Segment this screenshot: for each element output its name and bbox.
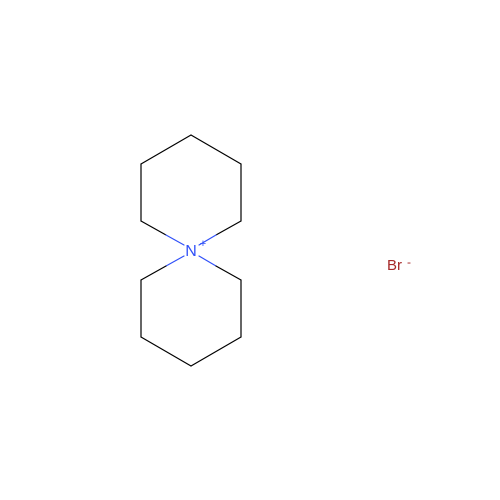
bond-upper-right-to-n [215, 220, 242, 236]
bond-top-left [140, 134, 192, 165]
bond-n-to-lower-left [140, 265, 167, 281]
bond-top-right [190, 134, 242, 165]
nitrogen-atom: N + [185, 238, 206, 260]
bromide-ion: Br - [387, 255, 411, 274]
bond-n-to-lower-left-colored [165, 255, 185, 267]
bond-upper-right-to-n-colored [198, 234, 217, 246]
bond-bottom-right [190, 336, 242, 367]
upper-ring [140, 134, 242, 246]
nitrogen-charge: + [200, 238, 206, 250]
bond-n-to-lower-right [215, 265, 242, 281]
bond-n-to-lower-right-colored [198, 255, 217, 267]
bromine-charge: - [407, 255, 411, 269]
bond-upper-left-to-n-colored [165, 234, 185, 246]
bond-bottom-left [140, 336, 192, 367]
bromine-symbol: Br [387, 257, 402, 274]
nitrogen-symbol: N [185, 243, 197, 260]
bond-upper-left-to-n [140, 220, 167, 236]
lower-ring [140, 255, 242, 367]
